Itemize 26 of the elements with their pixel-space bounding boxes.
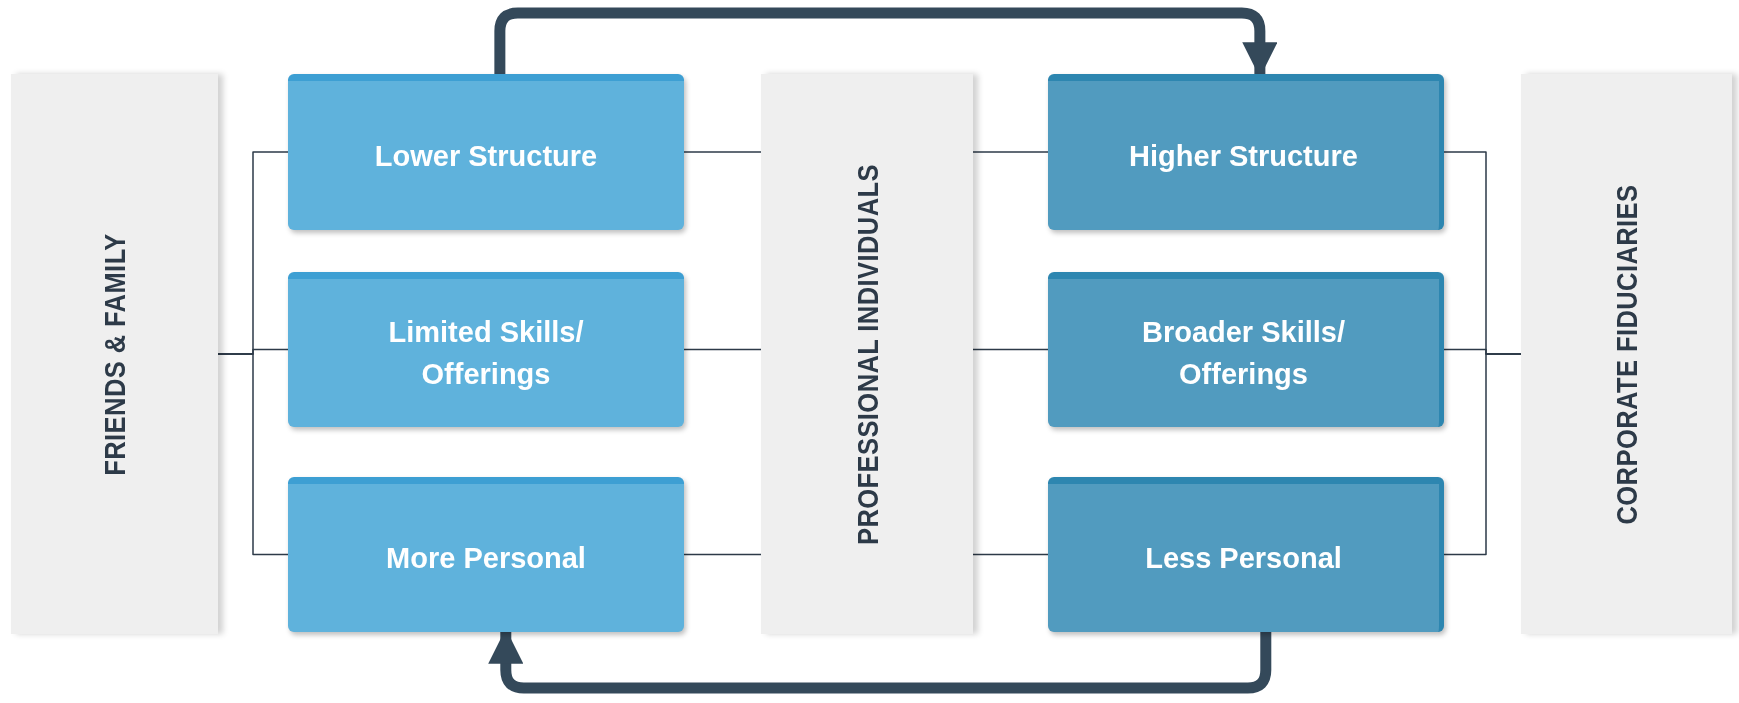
category-label: PROFESSIONAL INDIVIDUALS [849,163,885,545]
connector-line [683,553,762,556]
connector-line [217,353,289,556]
category-label: CORPORATE FIDUCIARIES [1609,184,1644,524]
box-label: Broader Skills/ Offerings [1140,315,1347,392]
box-label: Limited Skills/ Offerings [387,315,585,392]
feature-box [1048,477,1444,632]
connector-line [972,151,1049,153]
box-label: Higher Structure [1128,138,1359,174]
connector-line [972,348,1049,351]
feature-box [1048,74,1444,230]
feature-box [288,477,684,632]
connector-line [683,348,762,351]
feature-box [288,272,684,427]
box-label: Lower Structure [373,138,599,174]
category-panel [761,74,973,634]
connector-line [683,151,762,153]
feature-box [1048,272,1444,427]
box-label: Less Personal [1144,541,1343,576]
feature-box [288,74,684,230]
connector-line [1443,353,1522,556]
connector-line [972,553,1049,556]
category-label: FRIENDS & FAMILY [97,232,132,476]
category-panel [11,74,218,634]
box-label: More Personal [385,541,587,576]
category-panel [1521,74,1732,634]
